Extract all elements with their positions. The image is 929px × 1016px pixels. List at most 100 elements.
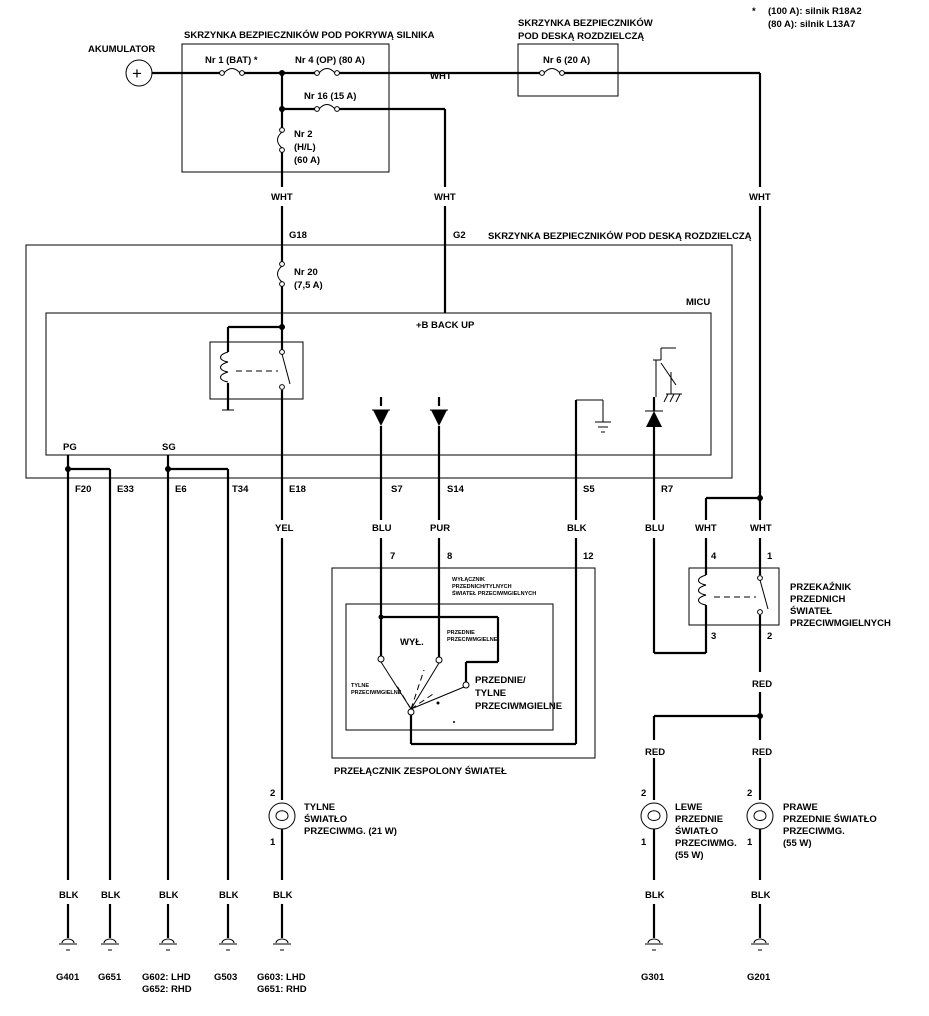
pg-label: PG: [63, 442, 77, 453]
left-lamp-label-e: (55 W): [675, 850, 704, 861]
micu-label: MICU: [686, 297, 710, 308]
battery-label: AKUMULATOR: [88, 44, 155, 55]
right-fog-lamp-icon: [746, 802, 774, 880]
fuse-4-label: Nr 4 (OP) (80 A): [295, 55, 365, 66]
wire-color-wht-1: WHT: [271, 192, 293, 203]
fuse-6-label: Nr 6 (20 A): [543, 55, 590, 66]
ground-g652: G652: RHD: [142, 984, 192, 995]
pin-e18: E18: [289, 484, 306, 495]
switch-pin-12: 12: [583, 551, 594, 562]
ground-icon-g651: [101, 938, 119, 951]
relay-wires: [652, 495, 763, 655]
pg-sg-wires: [65, 455, 230, 880]
switch-pin-7: 7: [390, 551, 395, 562]
ground-g401: G401: [56, 972, 80, 983]
micu-driver-icon: [645, 347, 682, 520]
pin-s5: S5: [583, 484, 595, 495]
switch-front-b: PRZECIWMGIELNE: [447, 637, 498, 643]
switch-pin-8: 8: [447, 551, 452, 562]
fuse-20-label-a: Nr 20: [294, 267, 318, 278]
relay-pin-2: 2: [767, 631, 772, 642]
note-line-1: (100 A): silnik R18A2: [768, 6, 862, 17]
micu-relay: [209, 324, 304, 520]
wire-color-blu-1: BLU: [372, 523, 392, 534]
wire-color-wht-3: WHT: [749, 192, 771, 203]
combination-switch-title: PRZEŁĄCZNIK ZESPOLONY ŚWIATEŁ: [334, 765, 507, 777]
micu-ground-icon: [574, 399, 611, 520]
note-line-2: (80 A): silnik L13A7: [768, 19, 855, 30]
battery-icon: +: [125, 59, 153, 87]
fuse-2-label-b: (H/L): [294, 142, 316, 153]
ground-g602: G602: LHD: [142, 972, 191, 983]
dash-fuse-box-top: [517, 43, 619, 97]
relay-label-c: ŚWIATEŁ: [790, 605, 832, 617]
micu-box: [45, 312, 712, 456]
pin-s7: S7: [391, 484, 403, 495]
pin-f20: F20: [75, 484, 91, 495]
pin-e6: E6: [175, 484, 187, 495]
dash-fuse-box-title: SKRZYNKA BEZPIECZNIKÓW POD DESKĄ ROZDZIE…: [488, 230, 752, 242]
fog-relay-icon: [698, 574, 769, 672]
fog-switch-title-b: PRZEDNICH/TYLNYCH: [452, 584, 512, 590]
wire-color-blk-4: BLK: [219, 890, 239, 901]
relay-label-d: PRZECIWMGIELNYCH: [790, 618, 891, 629]
fuse-16-label: Nr 16 (15 A): [304, 91, 356, 102]
relay-pin-1: 1: [767, 551, 773, 562]
wire-color-blk-6: BLK: [645, 890, 665, 901]
wire-color-blk-7: BLK: [751, 890, 771, 901]
right-lamp-label-d: (55 W): [783, 838, 812, 849]
left-lamp-pin-1: 1: [641, 837, 647, 848]
diode-s14: [430, 397, 448, 520]
fog-switch-contacts: [377, 614, 576, 746]
relay-label-b: PRZEDNICH: [790, 594, 846, 605]
wire-color-pur: PUR: [430, 523, 450, 534]
backup-label: +B BACK UP: [416, 320, 475, 331]
fog-switch-title-c: ŚWIATEŁ PRZECIWMGIELNYCH: [452, 590, 536, 597]
sg-label: SG: [162, 442, 176, 453]
pin-e33: E33: [117, 484, 134, 495]
diode-s7: [372, 397, 390, 520]
wire-color-wht-top: WHT: [430, 71, 452, 82]
switch-front-a: PRZEDNIE: [447, 630, 475, 636]
wire-color-red-2: RED: [645, 747, 665, 758]
left-lamp-pin-2: 2: [641, 788, 646, 799]
fuse-2-wire: [277, 109, 285, 187]
fuse-1-label: Nr 1 (BAT) *: [205, 55, 258, 66]
right-lamp-pin-1: 1: [747, 837, 753, 848]
battery-feed-wire: [152, 68, 762, 187]
rear-lamp-label-a: TYLNE: [304, 802, 335, 813]
ground-icon-g401: [59, 938, 77, 951]
ground-g603: G603: LHD: [257, 972, 306, 983]
ground-icon-g603: [273, 938, 291, 951]
engine-fuse-box-title: SKRZYNKA BEZPIECZNIKÓW POD POKRYWĄ SILNI…: [184, 29, 435, 41]
dash-fuse-box-top-title-a: SKRZYNKA BEZPIECZNIKÓW: [518, 17, 653, 29]
ground-icon-g301: [645, 938, 663, 951]
fuse-2-label-c: (60 A): [294, 155, 320, 166]
wire-color-wht-5: WHT: [750, 523, 772, 534]
ground-g201: G201: [747, 972, 771, 983]
rear-lamp-pin-1: 1: [270, 837, 276, 848]
red-wires: [652, 692, 763, 800]
switch-both-a: PRZEDNIE/: [475, 675, 526, 686]
left-lamp-label-d: PRZECIWMG.: [675, 838, 737, 849]
wire-color-wht-2: WHT: [434, 192, 456, 203]
right-lamp-pin-2: 2: [747, 788, 752, 799]
dash-fuse-box: [25, 244, 733, 479]
wire-color-red-1: RED: [752, 679, 772, 690]
switch-rear-b: PRZECIWMGIELNE: [351, 690, 402, 696]
note-star: *: [752, 6, 756, 17]
fog-switch-title-a: WYŁĄCZNIK: [452, 577, 485, 583]
right-lamp-label-a: PRAWE: [783, 802, 818, 813]
switch-rear-a: TYLNE: [351, 683, 369, 689]
fog-relay-box: [688, 567, 780, 626]
wire-color-blu-2: BLU: [645, 523, 665, 534]
connector-g2: G2: [453, 230, 466, 241]
relay-pin-3: 3: [711, 631, 716, 642]
wire-color-blk-2: BLK: [101, 890, 121, 901]
wire-color-blk-1: BLK: [59, 890, 79, 901]
rear-fog-lamp-icon: [268, 802, 296, 880]
fuse-2-label-a: Nr 2: [294, 129, 312, 140]
left-lamp-label-a: LEWE: [675, 802, 702, 813]
pin-t34: T34: [232, 484, 249, 495]
rear-lamp-label-b: ŚWIATŁO: [304, 813, 347, 825]
